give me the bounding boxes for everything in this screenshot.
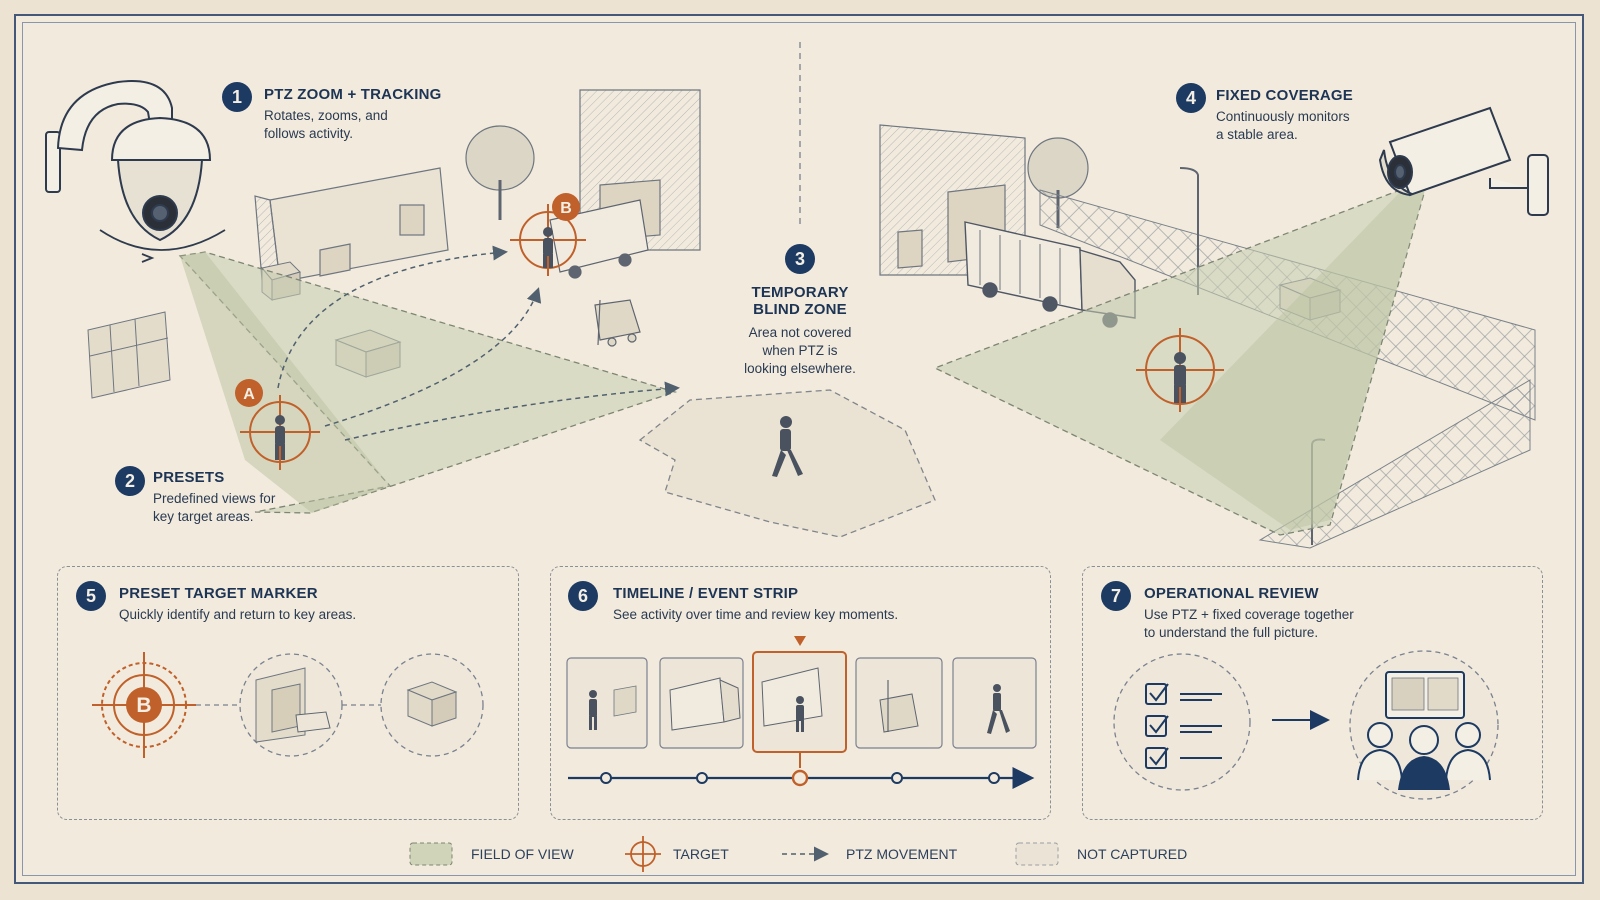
fixed-coverage-title: FIXED COVERAGE bbox=[1216, 87, 1353, 104]
left-forklift bbox=[594, 299, 641, 347]
preset-marker-graphic bbox=[92, 652, 196, 758]
ptz-zoom-tracking-title: PTZ ZOOM + TRACKING bbox=[264, 86, 442, 103]
timeline-title: TIMELINE / EVENT STRIP bbox=[613, 585, 799, 602]
ptz-dome-camera-icon bbox=[45, 80, 226, 263]
blind-zone-desc-line-2: when PTZ is bbox=[762, 343, 838, 358]
fixed-desc-line-1: Continuously monitors bbox=[1216, 109, 1350, 124]
preset-target-marker-title: PRESET TARGET MARKER bbox=[119, 585, 318, 602]
selected-event-pointer-icon bbox=[794, 636, 806, 646]
preset-view-dock-icon bbox=[239, 653, 343, 757]
timeline-desc: See activity over time and review key mo… bbox=[613, 607, 899, 622]
blind-zone-desc-line-1: Area not covered bbox=[748, 325, 852, 340]
blind-zone-title-line-1: TEMPORARY bbox=[751, 284, 849, 301]
ptz-movement-arrows bbox=[277, 245, 680, 441]
operational-desc-line-1: Use PTZ + fixed coverage together bbox=[1144, 607, 1354, 622]
legend-target-icon bbox=[625, 836, 661, 872]
legend-fov-swatch bbox=[409, 842, 453, 866]
event-thumb-1[interactable] bbox=[566, 657, 648, 749]
presets-title: PRESETS bbox=[153, 469, 225, 486]
walking-person-icon bbox=[772, 416, 803, 477]
marker-b-badge bbox=[552, 193, 580, 221]
marker-a-badge bbox=[235, 379, 263, 407]
timeline-node-4[interactable] bbox=[891, 772, 903, 784]
checklist-icon bbox=[1113, 653, 1251, 791]
panel-preset-target-marker: 5 PRESET TARGET MARKER Quickly identify … bbox=[57, 566, 519, 820]
person-b-icon bbox=[543, 227, 553, 268]
step-3-badge: 3 bbox=[785, 244, 815, 274]
person-a-icon bbox=[275, 415, 285, 460]
left-crates-wall bbox=[87, 311, 171, 399]
legend-target: TARGET bbox=[673, 846, 729, 862]
marker-b-label: B bbox=[560, 200, 572, 217]
legend-ptz-movement: PTZ MOVEMENT bbox=[846, 846, 958, 862]
preset-target-marker-desc: Quickly identify and return to key areas… bbox=[119, 607, 357, 622]
legend-not-captured: NOT CAPTURED bbox=[1077, 846, 1188, 862]
timeline-node-3-selected[interactable] bbox=[791, 769, 809, 787]
legend-field-of-view: FIELD OF VIEW bbox=[471, 846, 574, 862]
timeline-thumbnails bbox=[566, 636, 1037, 768]
step-6-badge: 6 bbox=[568, 581, 598, 611]
operational-desc-line-2: to understand the full picture. bbox=[1144, 625, 1319, 640]
timeline-node-1[interactable] bbox=[600, 772, 612, 784]
step-4-badge: 4 bbox=[1176, 83, 1206, 113]
marker-a-label: A bbox=[243, 386, 255, 403]
panel-timeline-event-strip: 6 TIMELINE / EVENT STRIP See activity ov… bbox=[550, 566, 1051, 820]
step-2-badge: 2 bbox=[115, 466, 145, 496]
blind-zone-title-line-2: BLIND ZONE bbox=[753, 301, 847, 318]
preset-marker-label: B bbox=[136, 694, 151, 717]
operational-review-title: OPERATIONAL REVIEW bbox=[1144, 585, 1319, 602]
blind-zone-desc-line-3: looking elsewhere. bbox=[744, 361, 856, 376]
left-tree bbox=[465, 125, 535, 220]
person-fixed-icon bbox=[1174, 352, 1186, 403]
timeline-track bbox=[568, 767, 1035, 789]
left-warehouse bbox=[254, 167, 449, 283]
presets-desc-line-2: key target areas. bbox=[153, 509, 254, 524]
preset-view-pallets-icon bbox=[380, 653, 484, 757]
step-1-badge: 1 bbox=[222, 82, 252, 112]
panel-operational-review: 7 OPERATIONAL REVIEW Use PTZ + fixed cov… bbox=[1082, 566, 1543, 820]
ptz-preset-cone bbox=[180, 252, 390, 513]
timeline-node-5[interactable] bbox=[988, 772, 1000, 784]
fixed-desc-line-2: a stable area. bbox=[1216, 127, 1298, 142]
blind-zone-area bbox=[638, 389, 936, 538]
ptz-desc-line-2: follows activity. bbox=[264, 126, 354, 141]
fixed-bullet-camera-icon bbox=[1378, 106, 1549, 216]
ptz-desc-line-1: Rotates, zooms, and bbox=[264, 108, 388, 123]
step-5-badge: 5 bbox=[76, 581, 106, 611]
timeline-node-2[interactable] bbox=[696, 772, 708, 784]
review-team-monitor-icon bbox=[1349, 650, 1499, 800]
step-7-badge: 7 bbox=[1101, 581, 1131, 611]
legend-not-captured-swatch bbox=[1015, 842, 1059, 866]
presets-desc-line-1: Predefined views for bbox=[153, 491, 276, 506]
